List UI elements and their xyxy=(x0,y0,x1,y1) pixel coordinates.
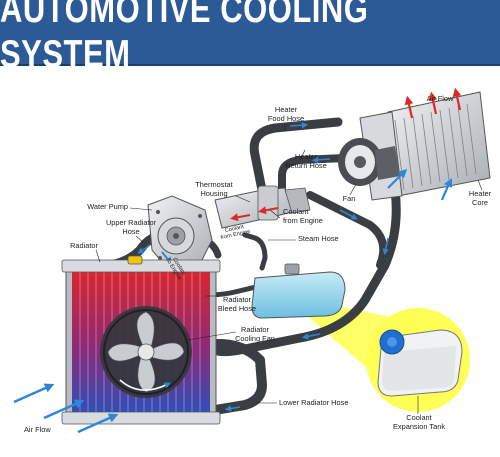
label-lower-radiator-hose: Lower Radiator Hose xyxy=(279,398,349,407)
heater-return-hose xyxy=(278,154,349,198)
air-arrow-2 xyxy=(43,399,85,420)
steam-hose xyxy=(242,232,268,271)
heater-fan xyxy=(338,138,400,186)
radiator-cooling-fan xyxy=(100,306,192,398)
hot-coolant-arrows xyxy=(230,206,279,222)
hot-coolant-arrow-2 xyxy=(230,213,251,222)
leader-radiator xyxy=(95,249,101,263)
flow-arrow-food-hose xyxy=(289,122,309,129)
label-radiator-bleed-hose: Radiator Bleed Hose xyxy=(217,295,257,313)
leader-heater-core xyxy=(477,179,483,191)
flow-arrow-outlet-hose xyxy=(382,237,389,256)
label-air-flow-bottom: Air Flow xyxy=(24,425,51,434)
leader-fan xyxy=(349,183,357,196)
heater-core xyxy=(359,91,491,201)
leader-thermostat xyxy=(235,195,251,203)
expansion-tank xyxy=(251,263,346,319)
label-radiator-cooling-fan: Radiator Cooling Fan xyxy=(235,325,275,343)
label-steam-hose: Steam Hose xyxy=(298,234,339,243)
leader-upper-radiator-hose xyxy=(135,235,146,245)
label-heater-return-hose: Heater Return Hose xyxy=(285,152,327,170)
cold-air-arrows xyxy=(387,168,452,201)
hot-air-arrow-1 xyxy=(404,95,414,119)
flow-arrow-return-hose xyxy=(311,156,331,163)
label-water-pump: Water Pump xyxy=(87,202,128,211)
page-title: AUTOMOTIVE COOLING SYSTEM xyxy=(0,0,369,76)
leader-lines xyxy=(95,125,483,414)
label-coolant-expansion-tank: Coolant Expansion Tank xyxy=(392,413,446,431)
radiator-air-flow-arrows xyxy=(13,383,119,434)
label-radiator: Radiator xyxy=(70,241,98,250)
flow-arrow-bypass xyxy=(339,209,358,220)
flow-arrow-lower-radiator xyxy=(224,405,241,412)
flow-arrow-upper-radiator xyxy=(137,244,151,254)
air-arrow-1 xyxy=(13,383,55,404)
cold-air-arrow-core xyxy=(440,178,452,201)
label-thermostat-housing: Thermostat Housing xyxy=(195,180,233,198)
bypass-hose xyxy=(306,191,388,269)
leader-coolant-from-engine xyxy=(269,209,281,219)
flow-arrow-lower-loop xyxy=(301,333,321,340)
label-heater-core: Heater Core xyxy=(468,189,492,207)
hot-air-arrow-2 xyxy=(428,91,438,115)
radiator-cap xyxy=(127,255,143,265)
heater-outlet-hose xyxy=(200,185,401,357)
air-arrow-3 xyxy=(77,413,119,434)
heater-food-hose xyxy=(249,117,343,195)
label-fan: Fan xyxy=(342,194,356,203)
heater-air-flow-arrows xyxy=(404,87,462,119)
label-heater-food-hose: Heater Food Hose xyxy=(267,105,305,123)
leader-water-pump xyxy=(129,207,153,211)
hot-coolant-arrow-1 xyxy=(258,206,279,215)
label-upper-radiator-hose: Upper Radiator Hose xyxy=(105,218,157,236)
label-coolant-from-engine: Coolant from Engine xyxy=(283,207,323,225)
leader-heater-return-hose xyxy=(299,149,306,161)
cold-air-arrow-fan xyxy=(387,168,408,189)
title-banner: AUTOMOTIVE COOLING SYSTEM xyxy=(0,0,500,76)
coolant-flow-arrows xyxy=(137,122,389,412)
label-air-flow-top: Air Flow xyxy=(426,94,454,103)
leader-radiator-cooling-fan xyxy=(187,331,237,341)
expansion-tank-zoom xyxy=(377,329,463,397)
lower-radiator-hose xyxy=(200,339,267,415)
hot-air-arrow-3 xyxy=(452,87,462,111)
